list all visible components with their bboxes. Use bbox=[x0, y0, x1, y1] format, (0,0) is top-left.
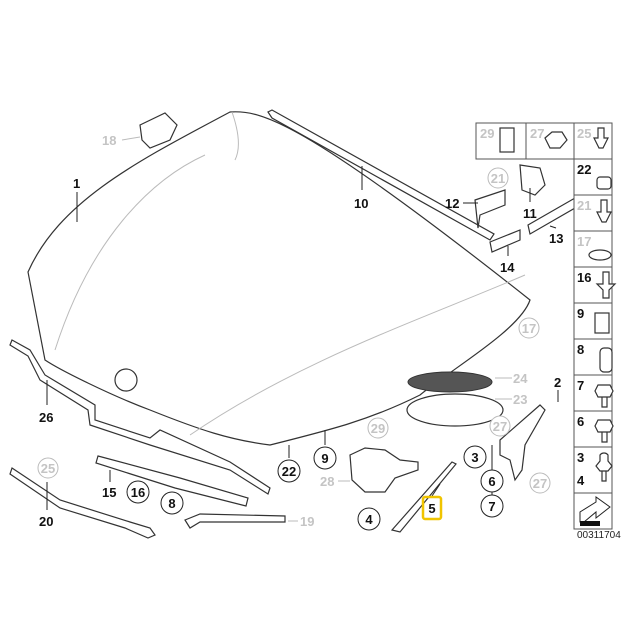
svg-text:25: 25 bbox=[577, 126, 591, 141]
legend-item-3[interactable]: 3 bbox=[577, 450, 613, 482]
svg-text:4: 4 bbox=[365, 512, 373, 527]
arrow-icon bbox=[579, 496, 611, 526]
legend-item-8[interactable]: 8 bbox=[577, 342, 613, 373]
callout-1[interactable]: 1 bbox=[73, 176, 80, 191]
legend-item-6[interactable]: 6 bbox=[577, 414, 614, 443]
svg-text:4: 4 bbox=[577, 473, 585, 488]
svg-text:5: 5 bbox=[428, 501, 435, 516]
callout-24[interactable]: 24 bbox=[513, 371, 528, 386]
seal-strip-10[interactable] bbox=[267, 109, 495, 241]
svg-text:27: 27 bbox=[530, 126, 544, 141]
svg-text:17: 17 bbox=[522, 321, 536, 336]
svg-text:3: 3 bbox=[577, 450, 584, 465]
callout-16[interactable]: 16 bbox=[126, 480, 150, 504]
callout-14[interactable]: 14 bbox=[500, 260, 515, 275]
callout-5-selected[interactable]: 5 bbox=[421, 495, 443, 521]
seal-20[interactable] bbox=[9, 467, 156, 539]
trim-14[interactable] bbox=[489, 229, 521, 253]
legend-item-22[interactable]: 22 bbox=[577, 162, 612, 190]
svg-text:17: 17 bbox=[577, 234, 591, 249]
latch-28[interactable] bbox=[349, 447, 419, 493]
callout-27-b[interactable]: 27 bbox=[529, 472, 551, 494]
callout-21[interactable]: 21 bbox=[487, 167, 509, 189]
legend-item-7[interactable]: 7 bbox=[577, 378, 614, 408]
svg-text:7: 7 bbox=[488, 499, 495, 514]
svg-text:6: 6 bbox=[577, 414, 584, 429]
bracket-18[interactable] bbox=[139, 112, 178, 149]
svg-text:6: 6 bbox=[488, 474, 495, 489]
svg-text:22: 22 bbox=[577, 162, 591, 177]
callout-13[interactable]: 13 bbox=[549, 231, 563, 246]
callout-7[interactable]: 7 bbox=[480, 494, 504, 518]
callout-17[interactable]: 17 bbox=[518, 317, 540, 339]
svg-text:22: 22 bbox=[282, 464, 296, 479]
callout-3[interactable]: 3 bbox=[463, 445, 487, 469]
callout-11[interactable]: 11 bbox=[523, 206, 537, 221]
callout-25[interactable]: 25 bbox=[37, 457, 59, 479]
callout-23[interactable]: 23 bbox=[513, 392, 527, 407]
svg-text:9: 9 bbox=[577, 306, 584, 321]
svg-text:8: 8 bbox=[577, 342, 584, 357]
legend-item-25[interactable]: 25 bbox=[577, 126, 609, 149]
callout-4[interactable]: 4 bbox=[357, 507, 381, 531]
svg-text:7: 7 bbox=[577, 378, 584, 393]
fastener-legend: 29 27 25 22 21 17 16 9 8 7 6 3 4 bbox=[475, 122, 617, 530]
svg-text:25: 25 bbox=[41, 461, 55, 476]
clip-12[interactable] bbox=[474, 189, 506, 229]
callout-20[interactable]: 20 bbox=[39, 514, 53, 529]
svg-text:9: 9 bbox=[321, 451, 328, 466]
svg-text:29: 29 bbox=[480, 126, 494, 141]
svg-text:16: 16 bbox=[577, 270, 591, 285]
svg-text:27: 27 bbox=[533, 476, 547, 491]
legend-item-9[interactable]: 9 bbox=[577, 306, 610, 334]
diagram-number: 00311704 bbox=[577, 530, 621, 541]
legend-item-16[interactable]: 16 bbox=[577, 270, 617, 299]
callout-28[interactable]: 28 bbox=[320, 474, 334, 489]
vent-seal-23[interactable] bbox=[406, 393, 504, 427]
callout-6[interactable]: 6 bbox=[480, 469, 504, 493]
legend-item-4[interactable]: 4 bbox=[577, 473, 585, 488]
hinge-2[interactable] bbox=[499, 404, 546, 482]
callout-12[interactable]: 12 bbox=[445, 196, 459, 211]
svg-text:16: 16 bbox=[131, 485, 145, 500]
callout-9[interactable]: 9 bbox=[313, 446, 337, 470]
legend-item-27[interactable]: 27 bbox=[530, 126, 568, 149]
legend-item-29[interactable]: 29 bbox=[480, 126, 515, 153]
callout-2[interactable]: 2 bbox=[554, 375, 561, 390]
bracket-15[interactable] bbox=[95, 455, 249, 507]
inactive-leader-lines bbox=[121, 136, 512, 522]
strip-19[interactable] bbox=[184, 513, 286, 529]
legend-item-17[interactable]: 17 bbox=[577, 234, 612, 261]
svg-text:21: 21 bbox=[577, 198, 591, 213]
svg-text:27: 27 bbox=[493, 419, 507, 434]
callout-29[interactable]: 29 bbox=[367, 417, 389, 439]
callout-19[interactable]: 19 bbox=[300, 514, 314, 529]
callout-22[interactable]: 22 bbox=[277, 459, 301, 483]
leader-lines bbox=[46, 166, 559, 510]
callout-10[interactable]: 10 bbox=[354, 196, 368, 211]
svg-text:21: 21 bbox=[491, 171, 505, 186]
callout-8[interactable]: 8 bbox=[160, 491, 184, 515]
svg-text:29: 29 bbox=[371, 421, 385, 436]
callout-18[interactable]: 18 bbox=[102, 133, 116, 148]
callout-27-a[interactable]: 27 bbox=[489, 415, 511, 437]
clip-11[interactable] bbox=[519, 164, 546, 196]
callout-26[interactable]: 26 bbox=[39, 410, 53, 425]
seal-26[interactable] bbox=[9, 339, 271, 495]
legend-item-21[interactable]: 21 bbox=[577, 198, 612, 223]
vent-grill-24[interactable] bbox=[407, 371, 493, 393]
hood-part-1[interactable] bbox=[27, 111, 531, 446]
callout-15[interactable]: 15 bbox=[102, 485, 116, 500]
svg-text:3: 3 bbox=[471, 450, 478, 465]
svg-text:8: 8 bbox=[168, 496, 175, 511]
